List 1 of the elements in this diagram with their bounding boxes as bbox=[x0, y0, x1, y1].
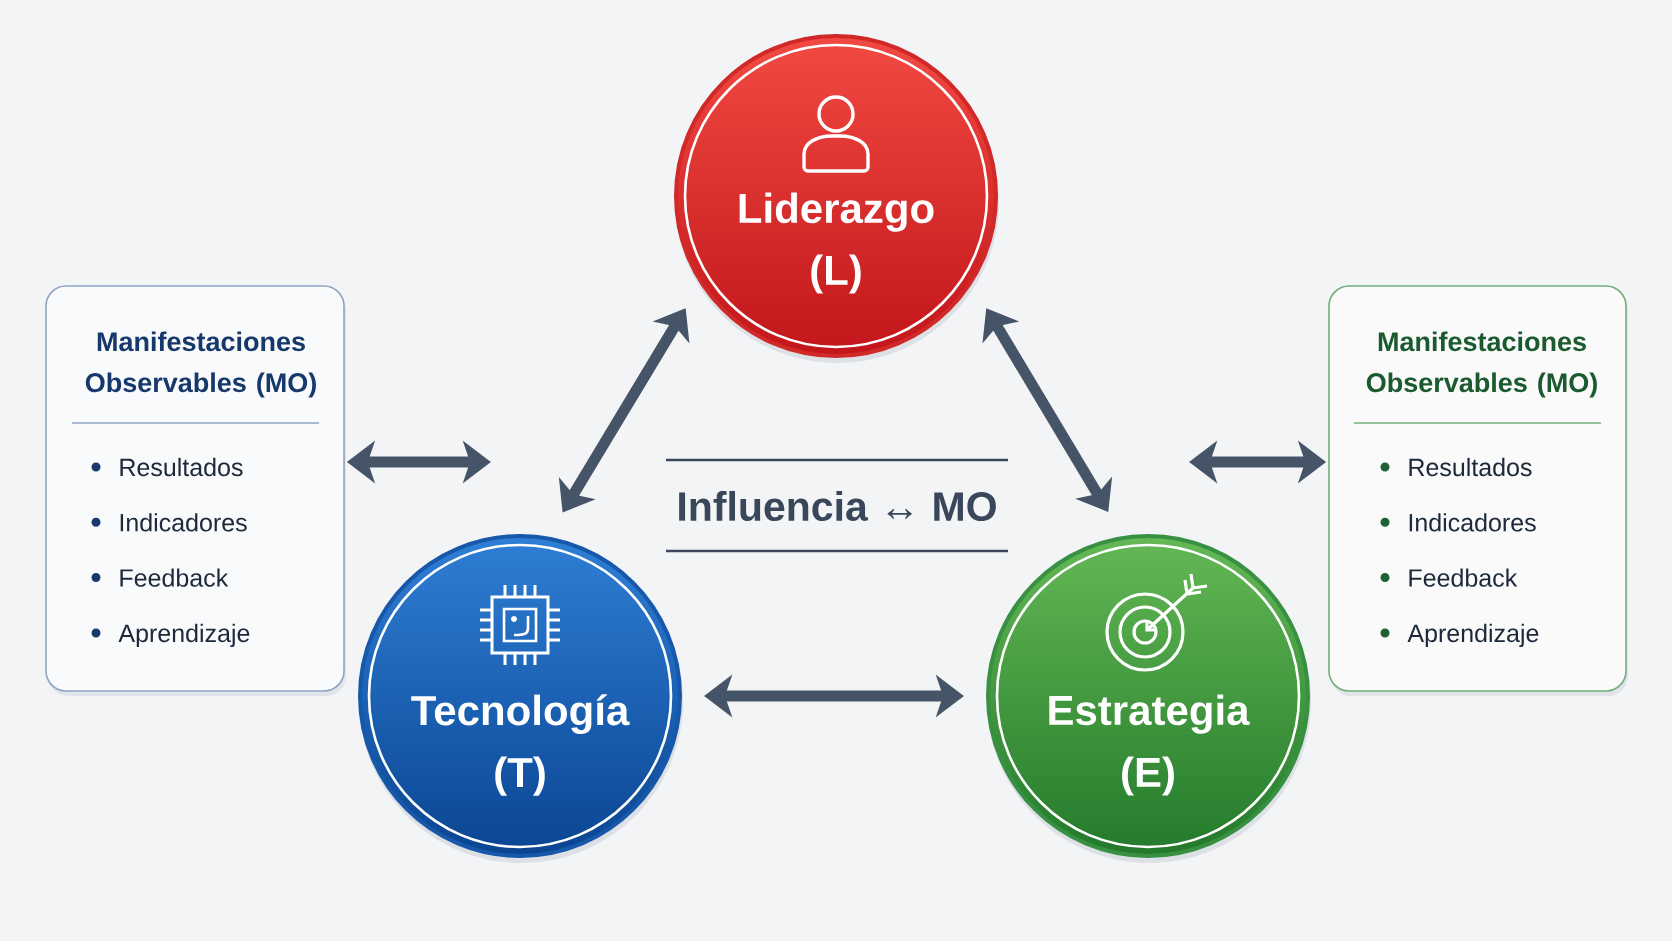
center-label: Influencia ↔ MO bbox=[679, 490, 996, 522]
